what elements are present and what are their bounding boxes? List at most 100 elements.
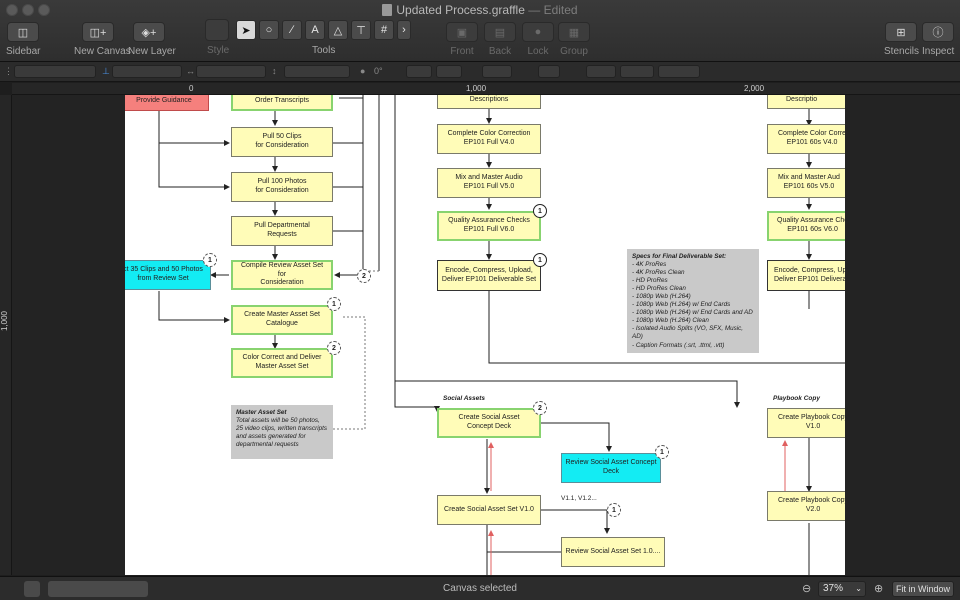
stroke-color-well[interactable] [586,65,616,78]
shape-icon[interactable]: ○ [259,20,279,40]
rotation-icon: ● [360,66,365,76]
playbook-copy-label: Playbook Copy [773,395,820,402]
complete-color-node[interactable]: Complete Color Correction EP101 Full V4.… [437,124,541,154]
line-icon[interactable]: ∕ [282,20,302,40]
create-social-set-node[interactable]: Create Social Asset Set V1.0 [437,495,541,525]
bring-front-icon: ▣ [446,22,478,42]
group-button[interactable]: ▦ Group [558,22,590,57]
info-icon: ⓘ [922,22,954,42]
new-layer-icon: ◈+ [133,22,165,42]
fill-color-well[interactable] [538,65,560,78]
top-ruler: 0 1,000 2,000 [12,83,960,95]
x-position-icon: ⋮ [4,66,13,77]
chevron-down-icon: ⌄ [855,582,862,596]
sidebar-button[interactable]: ◫ Sidebar [6,22,40,57]
tools-group: ➤ ○ ∕ A △ ⊤ # › [236,20,411,40]
style-button[interactable] [205,19,229,41]
pen-icon[interactable]: △ [328,20,348,40]
color-correct-deliver-node[interactable]: Color Correct and Deliver Master Asset S… [231,348,333,378]
step-badge: 1 [607,503,621,517]
right-mix-master-node[interactable]: Mix and Master Aud EP101 60s V5.0 [767,168,845,198]
lock-icon: ● [522,22,554,42]
back-button[interactable]: ▤ Back [484,22,516,57]
zoom-level-field[interactable]: 37%⌄ [818,581,866,597]
flip-horizontal-button[interactable] [406,65,432,78]
rotation-value[interactable]: 0° [374,66,383,76]
pull-50-clips-node[interactable]: Pull 50 Clips for Consideration [231,127,333,157]
review-social-set-node[interactable]: Review Social Asset Set 1.0.... [561,537,665,567]
inspect-button[interactable]: ⓘ Inspect [922,22,954,57]
provide-guidance-node[interactable]: Provide Guidance [125,95,209,111]
y-position-field[interactable] [112,65,182,78]
zoom-in-icon[interactable]: ⊕ [874,582,883,595]
step-badge: 2 [327,341,341,355]
right-complete-color-node[interactable]: Complete Color Corre EP101 60s V4.0 [767,124,845,154]
step-badge: 1 [203,253,217,267]
x-position-field[interactable] [14,65,96,78]
status-bar: Canvas selected ⊖ 37%⌄ ⊕ Fit in Window [0,576,960,600]
master-asset-note[interactable]: Master Asset Set Total assets will be 50… [231,405,333,459]
version-label: V1.1, V1.2... [561,495,597,502]
text-icon[interactable]: A [305,20,325,40]
height-field[interactable] [284,65,350,78]
specs-note[interactable]: Specs for Final Deliverable Set: - 4K Pr… [627,249,759,353]
style-label: Style [207,45,229,56]
canvas-page[interactable]: Provide Guidance Order Transcripts Pull … [125,95,845,575]
encode-deliver-node[interactable]: Encode, Compress, Upload, Deliver EP101 … [437,260,541,291]
stencils-button[interactable]: ⊞ Stencils [884,22,918,57]
window-toolbar: Updated Process.graffle — Edited ◫ Sideb… [0,0,960,62]
new-canvas-icon: ◫+ [82,22,114,42]
grid-icon[interactable]: # [374,20,394,40]
descriptions-node[interactable]: Descriptions [437,95,541,109]
step-badge: 1 [533,204,547,218]
stencils-icon: ⊞ [885,22,917,42]
group-icon: ▦ [558,22,590,42]
playbook-v1-node[interactable]: Create Playbook Copy V1.0 [767,408,845,438]
tools-label: Tools [312,45,335,56]
compile-review-node[interactable]: Compile Review Asset Set for Considerati… [231,260,333,290]
right-qa-node[interactable]: Quality Assurance Che EP101 60s V6.0 [767,211,845,241]
new-layer-button[interactable]: ◈+ New Layer [128,22,170,57]
select-clips-photos-node[interactable]: ct 35 Clips and 50 Photos from Review Se… [125,260,211,290]
width-field[interactable] [196,65,266,78]
new-canvas-button[interactable]: ◫+ New Canvas [74,22,122,57]
flip-vertical-button[interactable] [436,65,462,78]
document-icon [382,4,392,16]
stroke-width-field[interactable] [658,65,700,78]
mix-master-node[interactable]: Mix and Master Audio EP101 Full V5.0 [437,168,541,198]
width-icon: ↔ [186,66,195,76]
lock-button[interactable]: ● Lock [522,22,554,57]
social-assets-label: Social Assets [443,395,485,402]
step-badge: 1 [327,297,341,311]
order-transcripts-node[interactable]: Order Transcripts [231,95,333,111]
diagram-icon[interactable]: ⊤ [351,20,371,40]
step-badge: 2 [357,269,371,283]
inspector-bar: ⋮ ⊥ ↔ ↕ ● 0° [0,62,960,82]
window-title: Updated Process.graffle — Edited [0,3,960,17]
stroke-style-picker[interactable] [620,65,654,78]
step-badge: 1 [533,253,547,267]
front-button[interactable]: ▣ Front [446,22,478,57]
send-back-icon: ▤ [484,22,516,42]
zoom-out-icon[interactable]: ⊖ [802,582,811,595]
right-encode-node[interactable]: Encode, Compress, Up Deliver EP101 Deliv… [767,260,845,291]
y-position-icon: ⊥ [102,66,110,77]
playbook-v2-node[interactable]: Create Playbook Copy V2.0 [767,491,845,521]
fit-in-window-button[interactable]: Fit in Window [892,581,954,597]
sidebar-icon: ◫ [7,22,39,42]
status-text: Canvas selected [0,583,960,594]
pointer-icon[interactable]: ➤ [236,20,256,40]
pull-departmental-node[interactable]: Pull Departmental Requests [231,216,333,246]
right-descriptions-node[interactable]: Descriptio [767,95,845,109]
more-icon[interactable]: › [397,20,411,40]
review-social-concept-node[interactable]: Review Social Asset Concept Deck [561,453,661,483]
left-ruler: 1,000 [0,95,12,575]
step-badge: 1 [655,445,669,459]
create-social-concept-node[interactable]: Create Social Asset Concept Deck [437,408,541,438]
shape-picker[interactable] [482,65,512,78]
height-icon: ↕ [272,66,277,76]
qa-checks-node[interactable]: Quality Assurance Checks EP101 Full V6.0 [437,211,541,241]
step-badge: 2 [533,401,547,415]
pull-100-photos-node[interactable]: Pull 100 Photos for Consideration [231,172,333,202]
create-master-asset-node[interactable]: Create Master Asset Set Catalogue [231,305,333,335]
